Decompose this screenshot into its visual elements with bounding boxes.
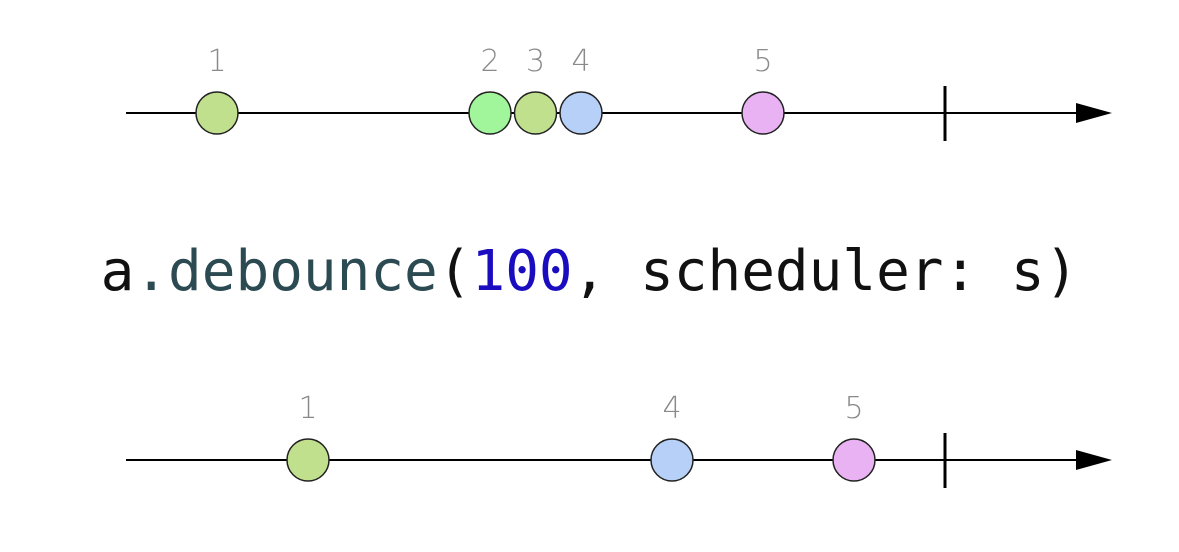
input-marble-4 — [559, 91, 603, 135]
output-marble-label-1: 1 — [298, 391, 317, 426]
output-marble-label-4: 4 — [662, 391, 681, 426]
output-marble-5 — [832, 438, 876, 482]
input-marble-5 — [741, 91, 785, 135]
receiver-name: a — [100, 239, 135, 304]
input-marble-1 — [195, 91, 239, 135]
operator-code: a.debounce(100, scheduler: s) — [0, 237, 1179, 307]
input-marble-label-5: 5 — [753, 44, 772, 79]
output-arrow-head-icon — [1076, 450, 1112, 470]
output-marble-1 — [286, 438, 330, 482]
output-marble-label-5: 5 — [844, 391, 863, 426]
remaining-arguments: , scheduler: s) — [572, 239, 1079, 304]
input-marble-3 — [513, 91, 558, 135]
output-timeline: 1 4 5 — [126, 391, 1112, 488]
output-marble-4 — [650, 438, 694, 482]
method-name: debounce — [168, 239, 438, 304]
input-marble-2 — [468, 91, 512, 135]
input-marble-label-2: 2 — [480, 44, 499, 79]
open-paren: ( — [437, 239, 472, 304]
debounce-interval-value: 100 — [471, 239, 573, 304]
member-dot: . — [134, 239, 169, 304]
input-arrow-head-icon — [1076, 103, 1112, 123]
input-marble-label-4: 4 — [571, 44, 590, 79]
input-marble-label-3: 3 — [526, 44, 545, 79]
input-marble-label-1: 1 — [207, 44, 226, 79]
